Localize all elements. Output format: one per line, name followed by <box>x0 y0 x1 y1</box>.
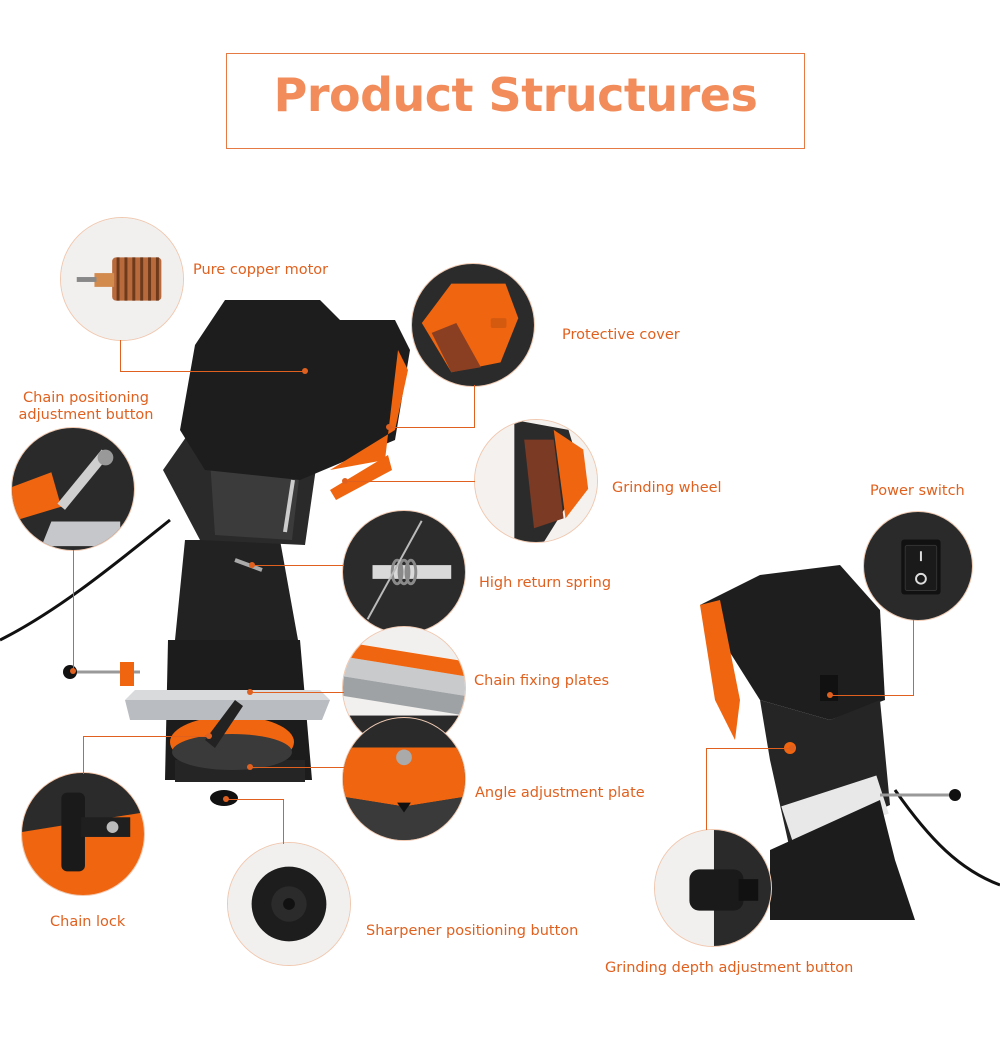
leader-sharpener-position-v <box>283 799 284 844</box>
power-cord <box>0 518 171 642</box>
leader-sharpener-position <box>226 799 284 800</box>
dot-angle <box>247 764 253 770</box>
label-chain-position-line2: adjustment button <box>18 407 154 423</box>
label-motor: Pure copper motor <box>193 262 329 278</box>
leader-depth <box>706 748 707 830</box>
plates-detail-circle <box>342 626 466 750</box>
dot-spring <box>249 562 255 568</box>
power-switch-detail-circle <box>863 511 973 621</box>
leader-chain-lock <box>83 736 84 774</box>
chain-position-button-icon <box>12 428 134 550</box>
label-cover: Protective cover <box>562 327 680 343</box>
leader-plates <box>250 692 344 693</box>
dot-cover <box>386 424 392 430</box>
return-spring-icon <box>343 511 465 633</box>
leader-chain-position <box>73 550 74 670</box>
power-switch-icon <box>864 512 972 620</box>
dot-plates <box>247 689 253 695</box>
leader-motor <box>120 340 121 372</box>
label-angle: Angle adjustment plate <box>475 785 645 801</box>
leader-depth-h <box>706 748 792 749</box>
dot-chain-position <box>70 668 76 674</box>
leader-cover <box>474 385 475 428</box>
sharpener-position-button-icon <box>228 843 350 965</box>
chain-position-detail-circle <box>11 427 135 551</box>
label-sharpener-position: Sharpener positioning button <box>366 923 579 939</box>
cover-detail-circle <box>411 263 535 387</box>
dot-chain-lock <box>206 733 212 739</box>
depth-button-icon <box>655 830 771 946</box>
title-frame: Product Structures <box>226 53 805 149</box>
label-plates: Chain fixing plates <box>474 673 610 689</box>
angle-plate-icon <box>343 718 465 840</box>
leader-wheel <box>345 481 475 482</box>
chain-lock-detail-circle <box>21 772 145 896</box>
label-chain-lock: Chain lock <box>50 914 126 930</box>
page-title: Product Structures <box>273 68 758 122</box>
leader-spring <box>252 565 344 566</box>
wheel-detail-circle <box>474 419 598 543</box>
chain-lock-icon <box>22 773 144 895</box>
label-depth: Grinding depth adjustment button <box>605 960 854 976</box>
label-chain-position-line1: Chain positioning <box>23 390 149 406</box>
leader-power <box>913 620 914 696</box>
main-sharpener <box>63 300 410 806</box>
leader-angle <box>250 767 344 768</box>
sharpener-position-detail-circle <box>227 842 351 966</box>
depth-detail-circle <box>654 829 772 947</box>
label-chain-position: Chain positioning adjustment button <box>10 390 162 424</box>
dot-sharpener-position <box>223 796 229 802</box>
leader-cover-h <box>389 427 475 428</box>
spring-detail-circle <box>342 510 466 634</box>
label-power: Power switch <box>870 483 965 499</box>
protective-cover-icon <box>412 264 534 386</box>
side-view-sharpener <box>700 565 1000 920</box>
dot-depth <box>789 745 795 751</box>
label-spring: High return spring <box>479 575 612 591</box>
label-wheel: Grinding wheel <box>612 480 722 496</box>
motor-detail-circle <box>60 217 184 341</box>
dot-power <box>827 692 833 698</box>
dot-wheel <box>342 478 348 484</box>
leader-motor-h <box>120 371 305 372</box>
grinding-wheel-icon <box>475 420 597 542</box>
leader-chain-lock-h <box>83 736 209 737</box>
copper-motor-icon <box>61 218 183 340</box>
leader-power-h <box>830 695 914 696</box>
side-power-cord <box>893 789 1000 887</box>
angle-detail-circle <box>342 717 466 841</box>
dot-motor <box>302 368 308 374</box>
